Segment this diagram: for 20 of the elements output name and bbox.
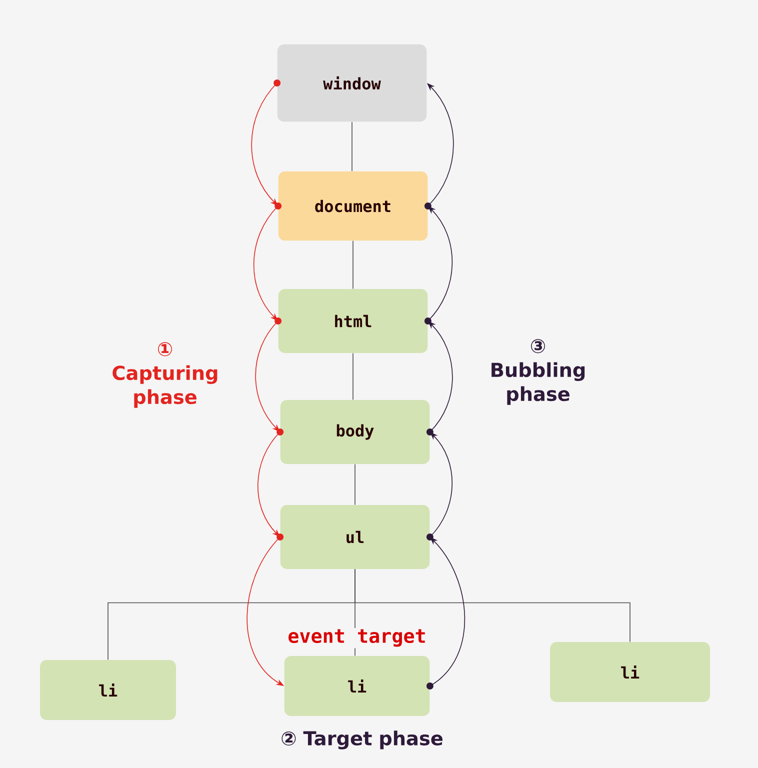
arrow xyxy=(258,432,280,537)
element-box: li xyxy=(40,660,176,720)
element-box: html xyxy=(278,289,428,353)
arrow xyxy=(428,206,453,322)
node-caption: event target xyxy=(286,628,428,648)
tree-line xyxy=(354,464,356,506)
tree-line xyxy=(352,352,354,400)
tree-line xyxy=(354,568,630,642)
phase-label: ① Capturing phase xyxy=(112,342,218,408)
tree-line xyxy=(352,240,354,290)
element-box: body xyxy=(280,400,430,464)
element-box: document xyxy=(278,171,428,241)
arrow xyxy=(430,537,466,686)
element-box: li xyxy=(550,642,710,702)
element-box: window xyxy=(277,44,427,122)
element-box: ul xyxy=(280,505,430,569)
arrow xyxy=(430,432,452,538)
phase-label: ③ Bubbling phase xyxy=(492,339,585,405)
arrow xyxy=(253,206,278,321)
element-box: li xyxy=(284,656,430,716)
